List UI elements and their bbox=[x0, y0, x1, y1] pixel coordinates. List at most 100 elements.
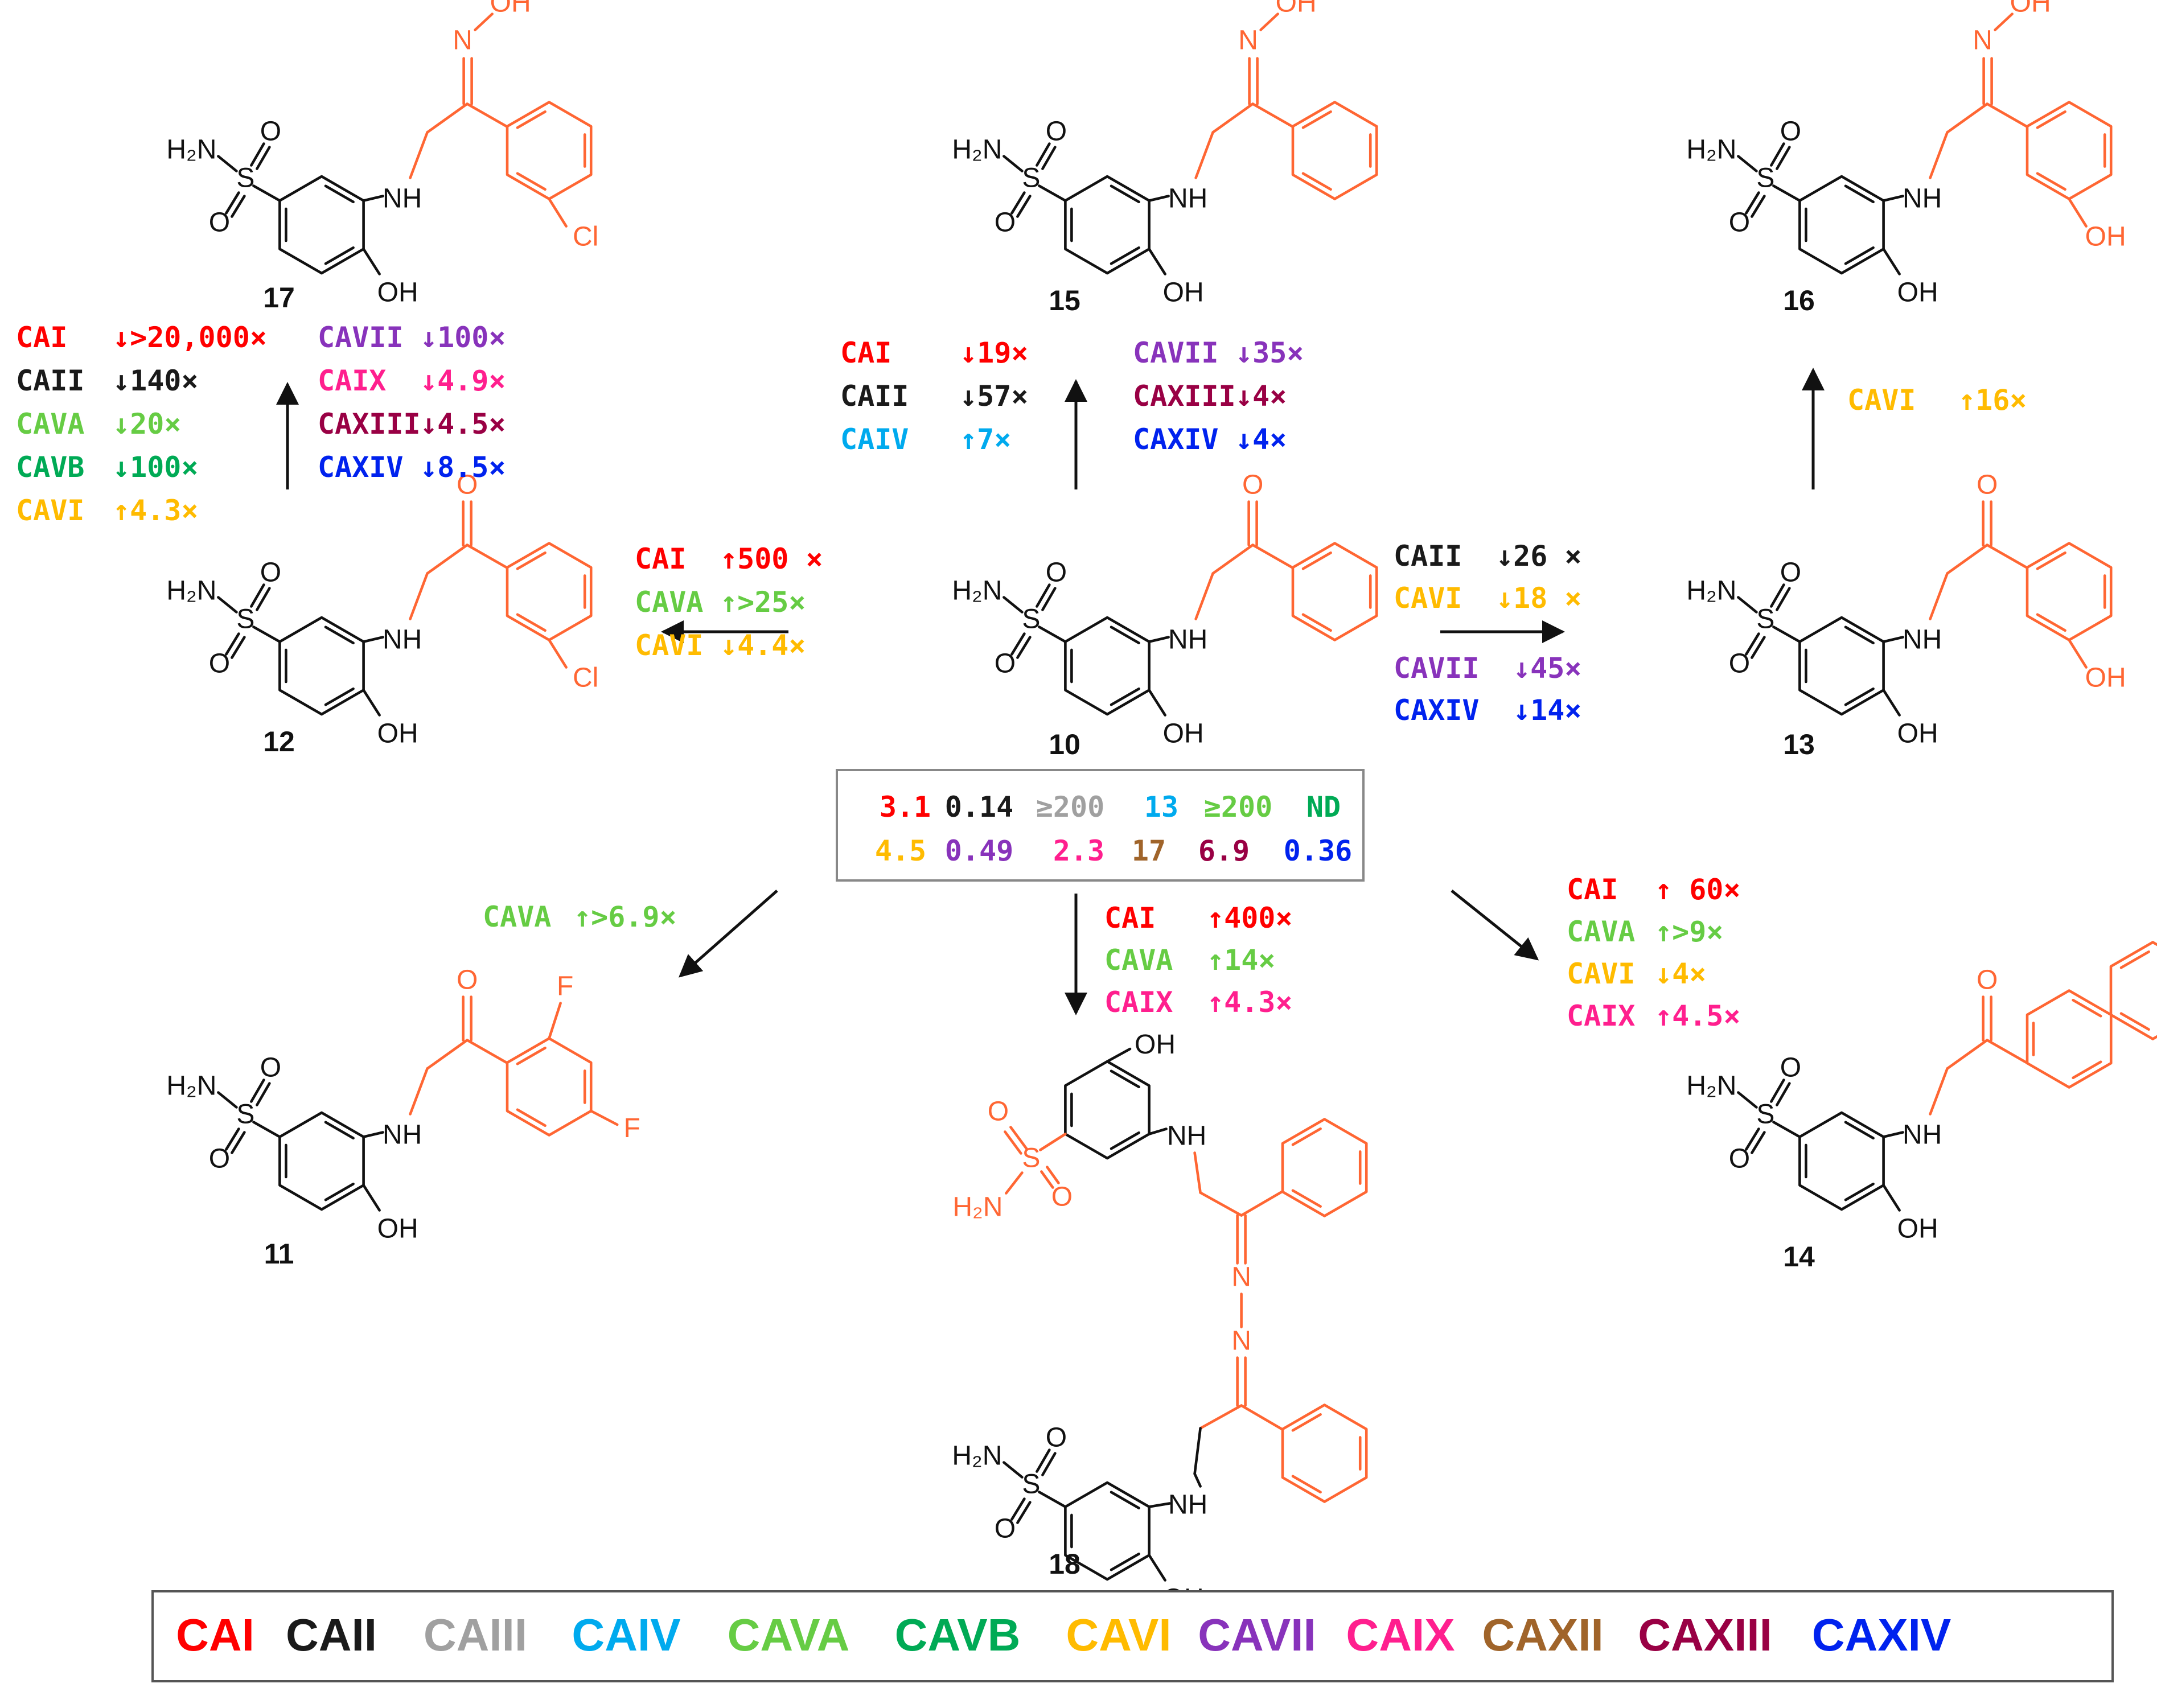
isoform-name: CAII bbox=[16, 364, 84, 397]
to17-entry: CAXIV↓8.5× bbox=[318, 451, 506, 484]
isoform-name: CAVA bbox=[1104, 944, 1173, 977]
amine-group: H₂N bbox=[166, 576, 216, 606]
legend-item-CAVII: CAVII bbox=[1198, 1610, 1316, 1660]
fold-change: ↓26 × bbox=[1496, 540, 1582, 573]
fold-change: ↑14× bbox=[1207, 944, 1275, 977]
isoform-name: CAVI bbox=[635, 629, 703, 662]
to17-entry: CAXIII↓4.5× bbox=[318, 408, 506, 441]
fold-change: ↓19× bbox=[960, 336, 1028, 369]
isoform-name: CAI bbox=[1567, 873, 1618, 906]
ki-value-CAVA: ≥200 bbox=[1204, 791, 1272, 824]
hydroxyl-group: OH bbox=[1897, 719, 1938, 749]
amine-group: H₂N bbox=[952, 1441, 1002, 1471]
fold-change: ↑4.3× bbox=[1207, 986, 1293, 1019]
to18-entry: CAIX ↑4.3× bbox=[1104, 986, 1293, 1019]
to12-entry: CAVI↓4.4× bbox=[635, 629, 806, 662]
carbonyl-oxygen: O bbox=[1242, 470, 1263, 500]
fold-change: ↑16× bbox=[1958, 384, 2027, 417]
legend-item-CAI: CAI bbox=[176, 1610, 254, 1660]
sulfur-atom: S bbox=[1756, 604, 1774, 635]
isoform-name: CAI bbox=[840, 336, 891, 369]
nh-group: NH bbox=[383, 184, 422, 214]
ki-value-CAIV: 13 bbox=[1144, 791, 1178, 824]
isoform-name: CAVII bbox=[1133, 336, 1219, 369]
fold-change-annotations: CAI↓>20,000×CAII↓140×CAVA↓20×CAVB↓100×CA… bbox=[16, 321, 2027, 1032]
nh-group: NH bbox=[1168, 1490, 1207, 1520]
amine-group: H₂N bbox=[952, 576, 1002, 606]
ki-value-CAVB: ND bbox=[1306, 791, 1341, 824]
fluoro-substituent: F bbox=[557, 972, 573, 1002]
fold-change: ↓8.5× bbox=[420, 451, 506, 484]
fold-change: ↓57× bbox=[960, 380, 1028, 413]
isoform-name: CAII bbox=[840, 380, 909, 413]
fold-change: ↓14× bbox=[1513, 694, 1581, 727]
compound-id-12: 12 bbox=[263, 726, 295, 758]
isoform-name: CAXIV bbox=[1394, 694, 1480, 727]
nitrogen-atom: N bbox=[453, 26, 473, 56]
ki-value-CAXII: 17 bbox=[1132, 834, 1166, 867]
amine-group: H₂N bbox=[1686, 135, 1736, 165]
oxygen-atom: O bbox=[260, 558, 281, 588]
to17-entry: CAI↓>20,000× bbox=[16, 321, 267, 354]
molecule-11: FF bbox=[548, 972, 640, 1143]
to14-entry: CAI↑ 60× bbox=[1567, 873, 1741, 906]
legend-item-CAXIII: CAXIII bbox=[1638, 1610, 1772, 1660]
to13-entry: CAXIV ↓14× bbox=[1394, 694, 1581, 727]
legend-item-CAVB: CAVB bbox=[895, 1610, 1021, 1660]
hydroxyl-group: OH bbox=[1897, 278, 1938, 308]
arrow bbox=[1451, 890, 1539, 961]
to17-entry: CAIX↓4.9× bbox=[318, 364, 506, 397]
nh-group: NH bbox=[1168, 625, 1207, 655]
legend-item-CAXIV: CAXIV bbox=[1812, 1610, 1951, 1660]
oxime-hydroxyl: OH bbox=[490, 0, 531, 18]
isoform-name: CAIV bbox=[840, 423, 909, 456]
reaction-arrows bbox=[276, 368, 1825, 1015]
legend-item-CAVI: CAVI bbox=[1066, 1610, 1171, 1660]
fold-change: ↑>25× bbox=[720, 586, 806, 619]
to14-entry: CAIX ↑4.5× bbox=[1567, 999, 1741, 1032]
hydroxyl-group: OH bbox=[1163, 719, 1204, 749]
to14-entry: CAVA↑>9× bbox=[1567, 915, 1723, 948]
fold-change: ↓4.9× bbox=[420, 364, 506, 397]
oxygen-atom: O bbox=[1780, 1053, 1801, 1083]
compound-id-10: 10 bbox=[1049, 729, 1080, 760]
compound-id-17: 17 bbox=[263, 282, 295, 314]
to15-entry: CAIV↑7× bbox=[840, 423, 1011, 456]
oxime-hydroxyl: OH bbox=[1276, 0, 1317, 18]
isoform-name: CAIX bbox=[1104, 986, 1173, 1019]
molecule-structures: SH₂NOOOHNHNOHClSH₂NOOOHNHNOHSH₂NOOOHNHNO… bbox=[166, 0, 2157, 1614]
to15-entry: CAXIII↓4× bbox=[1133, 380, 1287, 413]
fold-change: ↑4.5× bbox=[1655, 999, 1741, 1032]
hydroxyl-group: OH bbox=[1163, 278, 1204, 308]
isoform-name: CAVII bbox=[1394, 652, 1480, 685]
amine-group: H₂N bbox=[166, 135, 216, 165]
nh-group: NH bbox=[1903, 184, 1942, 214]
amine-group: H₂N bbox=[1686, 1071, 1736, 1101]
parent-ki-box-border bbox=[836, 769, 1365, 882]
oxygen-atom: O bbox=[1780, 117, 1801, 147]
to13-entry: CAII↓26 × bbox=[1394, 540, 1582, 573]
isoform-name: CAIX bbox=[1567, 999, 1635, 1032]
oxygen-atom: O bbox=[1046, 117, 1067, 147]
oxygen-atom: O bbox=[988, 1097, 1009, 1127]
legend-item-CAII: CAII bbox=[286, 1610, 377, 1660]
to15-entry: CAI ↓19× bbox=[840, 336, 1028, 369]
para-substituent: OH bbox=[2085, 222, 2126, 252]
hydroxyl-group: OH bbox=[377, 1214, 418, 1244]
nitrogen-atom: N bbox=[1231, 1326, 1251, 1356]
to13-entry: CAVI↓18 × bbox=[1394, 582, 1582, 615]
fold-change: ↓18 × bbox=[1496, 582, 1582, 615]
fold-change: ↑500 × bbox=[720, 542, 823, 575]
to17-entry: CAVB↓100× bbox=[16, 451, 199, 484]
fluoro-substituent: F bbox=[624, 1113, 640, 1143]
isoform-name: CAVI bbox=[1847, 384, 1916, 417]
molecule-18: OHSOOH₂NNHNNNHOHSH₂NOO bbox=[952, 1030, 1368, 1614]
fold-change: ↓4× bbox=[1235, 423, 1287, 456]
isoform-name: CAVI bbox=[16, 494, 84, 527]
isoform-name: CAVI bbox=[1567, 957, 1635, 990]
to17-entry: CAII↓140× bbox=[16, 364, 199, 397]
